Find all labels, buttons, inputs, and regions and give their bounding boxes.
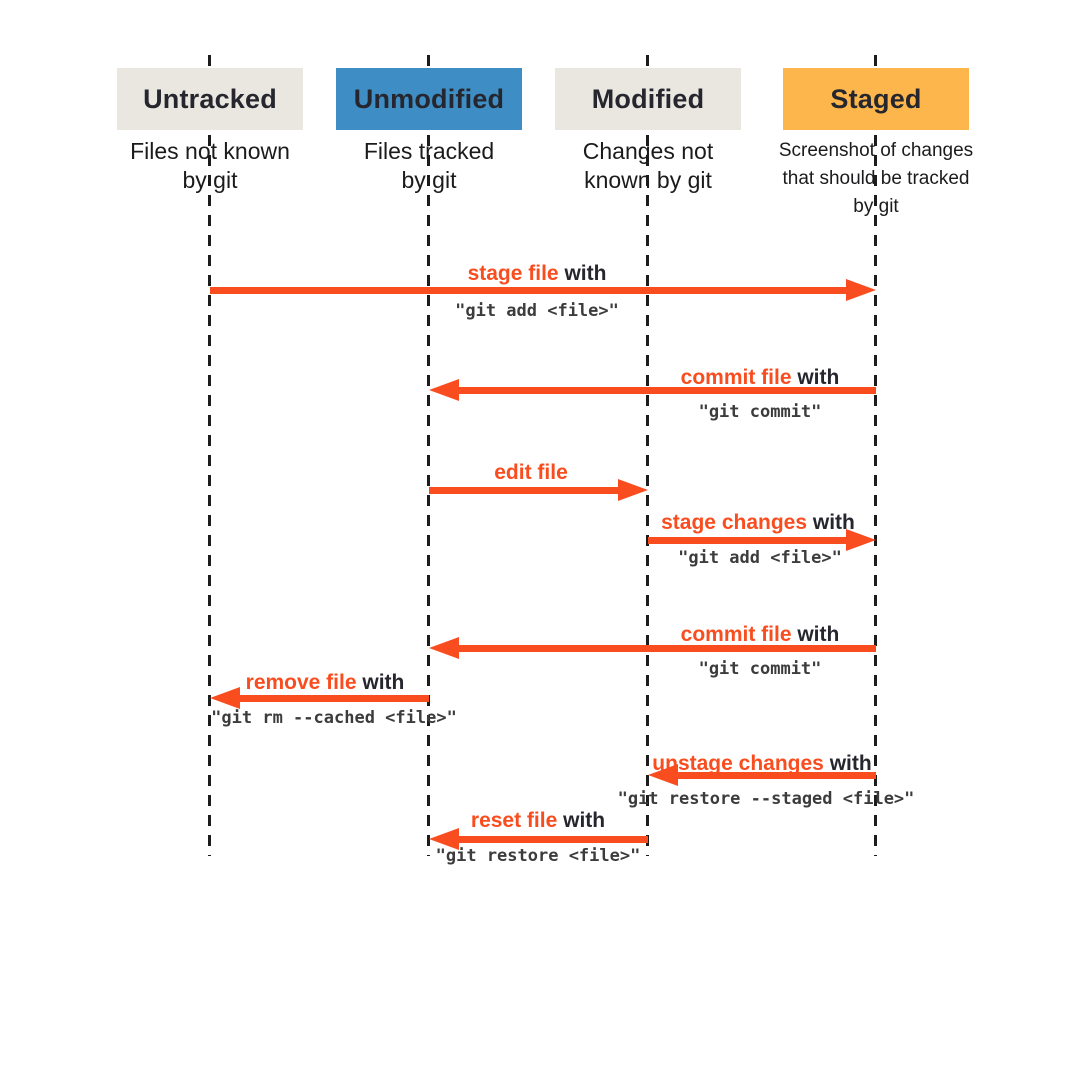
- command-text: "git commit": [698, 402, 822, 422]
- command-text: "git add <file>": [455, 301, 619, 321]
- action-text: edit file: [494, 461, 568, 484]
- column-untracked: Untracked Files not known by git: [80, 68, 340, 195]
- transition-label: unstage changes with: [612, 752, 912, 776]
- arrow-head: [429, 637, 459, 659]
- state-header-modified: Modified: [555, 68, 741, 130]
- arrow-left-icon: [429, 828, 648, 850]
- arrow-shaft: [429, 486, 626, 494]
- lifeline-staged: [874, 55, 877, 856]
- transition-label: edit file: [381, 461, 681, 485]
- arrow-shaft: [670, 771, 876, 779]
- arrow-head: [429, 379, 459, 401]
- action-text: stage file: [467, 262, 559, 285]
- transition-label: stage changes with: [608, 511, 908, 535]
- state-header-untracked: Untracked: [117, 68, 303, 130]
- state-description-modified: Changes not known by git: [582, 138, 714, 193]
- arrow-shaft: [451, 644, 876, 652]
- lifeline-modified: [646, 55, 649, 856]
- column-modified: Modified Changes not known by git: [518, 68, 778, 195]
- action-text: stage changes: [661, 511, 808, 534]
- arrow-shaft: [232, 694, 429, 702]
- arrow-shaft: [451, 835, 648, 843]
- command-text: "git add <file>": [678, 548, 842, 568]
- arrow-head: [648, 764, 678, 786]
- action-text: reset file: [470, 809, 558, 832]
- transition-label: reset file with: [388, 809, 688, 833]
- column-staged: Staged Screenshot of changes that should…: [746, 68, 1006, 221]
- connector-text: with: [807, 511, 855, 534]
- action-text: commit file: [680, 623, 792, 646]
- arrow-left-icon: [210, 687, 429, 709]
- connector-text: with: [823, 752, 872, 775]
- command-text: "git restore <file>": [435, 846, 641, 866]
- state-description-staged: Screenshot of changes that should be tra…: [778, 140, 974, 217]
- lifeline-unmodified: [427, 55, 430, 856]
- transition-label: stage file with: [387, 262, 687, 286]
- arrow-shaft: [451, 386, 876, 394]
- arrow-head: [618, 479, 648, 501]
- state-header-unmodified: Unmodified: [336, 68, 522, 130]
- command-text: "git commit": [698, 659, 822, 679]
- action-text: commit file: [680, 366, 792, 389]
- arrow-head: [846, 279, 876, 301]
- arrow-head: [429, 828, 459, 850]
- connector-text: with: [558, 262, 607, 285]
- arrow-left-icon: [429, 379, 876, 401]
- arrow-right-icon: [648, 529, 876, 551]
- transition-label: remove file with: [175, 671, 475, 695]
- state-description-untracked: Files not known by git: [130, 138, 290, 193]
- connector-text: with: [356, 671, 405, 694]
- lifeline-untracked: [208, 55, 211, 856]
- arrow-shaft: [210, 286, 854, 294]
- state-description-unmodified: Files tracked by git: [363, 138, 495, 193]
- command-text: "git rm --cached <file>": [211, 708, 457, 728]
- transition-label: commit file with: [610, 623, 910, 647]
- arrow-right-icon: [210, 279, 876, 301]
- arrow-head: [846, 529, 876, 551]
- arrow-left-icon: [648, 764, 876, 786]
- connector-text: with: [557, 809, 606, 832]
- action-text: remove file: [245, 671, 357, 694]
- connector-text: with: [791, 366, 840, 389]
- arrow-right-icon: [429, 479, 648, 501]
- transition-label: commit file with: [610, 366, 910, 390]
- column-unmodified: Unmodified Files tracked by git: [299, 68, 559, 195]
- arrow-shaft: [648, 536, 854, 544]
- command-text: "git restore --staged <file>": [617, 789, 915, 809]
- action-text: unstage changes: [652, 752, 824, 775]
- state-header-staged: Staged: [783, 68, 969, 130]
- arrow-left-icon: [429, 637, 876, 659]
- connector-text: with: [791, 623, 840, 646]
- arrow-head: [210, 687, 240, 709]
